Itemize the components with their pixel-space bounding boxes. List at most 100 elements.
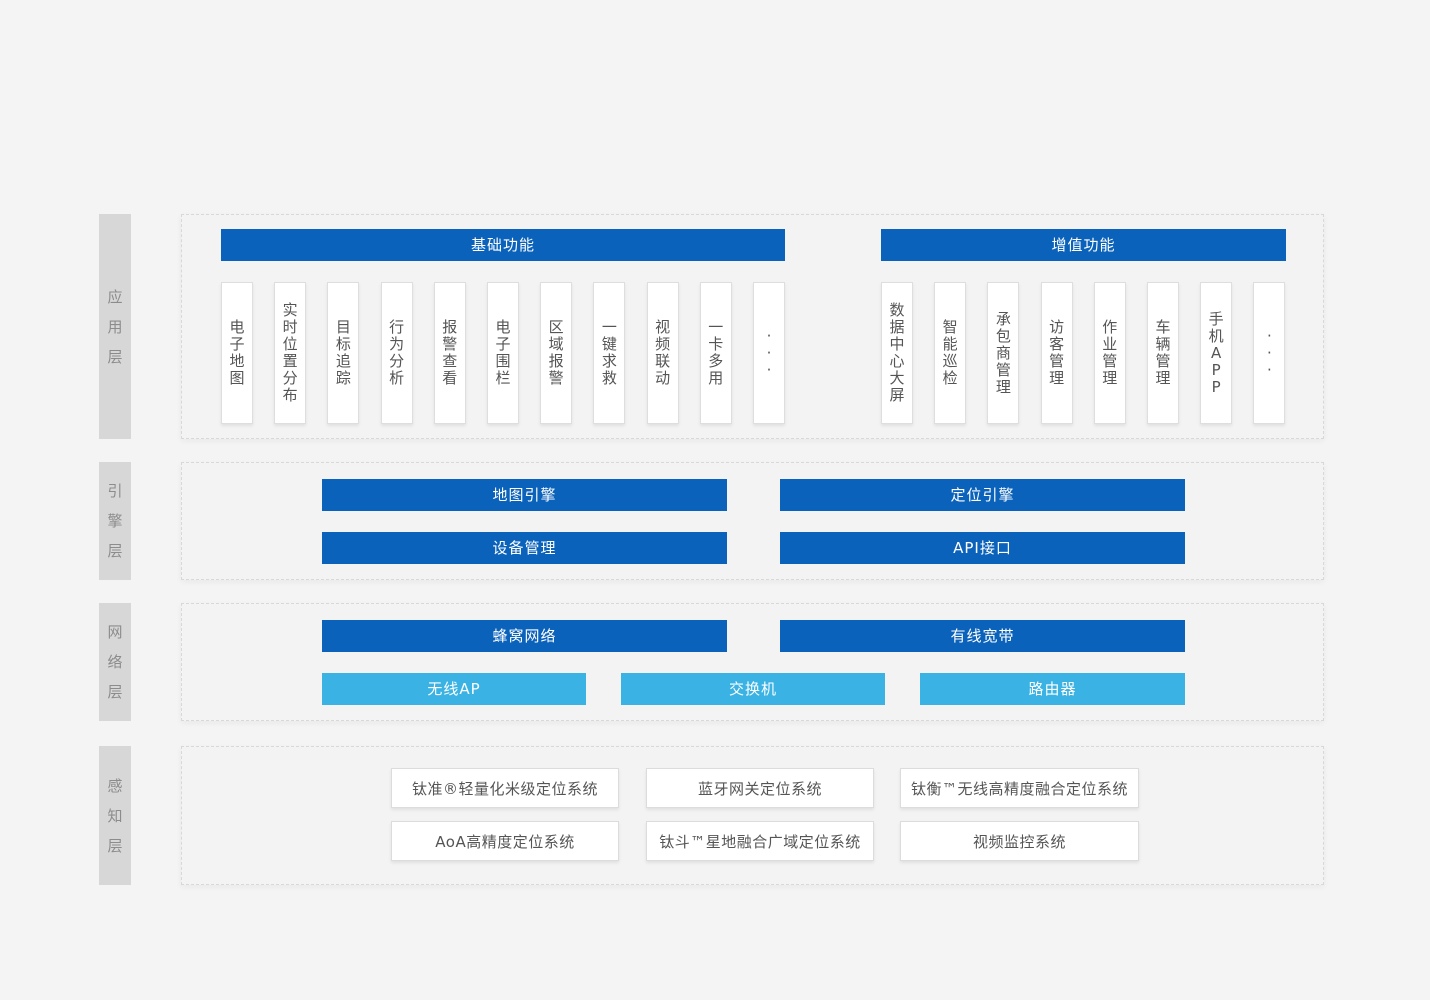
perception-layer-panel: 钛准®轻量化米级定位系统 蓝牙网关定位系统 钛衡™无线高精度融合定位系统 AoA… <box>181 746 1324 885</box>
card-char: 位 <box>282 335 298 353</box>
card-char: 理 <box>1155 369 1171 387</box>
layer-label-char: 感 <box>107 776 123 795</box>
card-char: 警 <box>548 369 564 387</box>
card-char: 电 <box>495 318 511 336</box>
card-char: 电 <box>229 318 245 336</box>
value-function-item: 访客管理 <box>1040 282 1073 424</box>
perception-item: 视频监控系统 <box>900 821 1139 861</box>
card-char: 智 <box>942 318 958 336</box>
card-char: 屏 <box>889 386 905 404</box>
card-char: 一 <box>601 318 617 336</box>
basic-function-item: 实时位置分布 <box>274 282 307 424</box>
basic-function-item: 行为分析 <box>380 282 413 424</box>
perception-item: 钛衡™无线高精度融合定位系统 <box>900 768 1139 808</box>
layer-label-engine: 引擎层 <box>99 462 131 580</box>
card-char: 报 <box>442 318 458 336</box>
card-char: 为 <box>389 335 405 353</box>
perception-item: AoA高精度定位系统 <box>391 821 619 861</box>
application-layer-panel: 基础功能 增值功能 电子地图实时位置分布目标追踪行为分析报警查看电子围栏区域报警… <box>181 214 1324 439</box>
layer-label-char: 擎 <box>107 512 123 530</box>
card-char: 子 <box>495 335 511 353</box>
card-char: 用 <box>708 369 724 387</box>
layer-label-perception: 感知层 <box>99 746 131 885</box>
card-char: 辆 <box>1155 335 1171 353</box>
card-char: 商 <box>995 343 1011 362</box>
value-function-item: 数据中心大屏 <box>881 282 913 424</box>
card-char: 中 <box>889 335 905 353</box>
layer-label-char: 络 <box>107 653 123 671</box>
layer-label-char: 引 <box>107 482 123 500</box>
card-char: 大 <box>889 369 905 387</box>
card-char: P <box>1211 377 1221 396</box>
card-char: 键 <box>601 335 617 353</box>
card-char: · <box>766 360 772 379</box>
engine-layer-panel: 地图引擎 定位引擎 设备管理 API接口 <box>181 462 1324 580</box>
card-char: · <box>766 326 772 345</box>
card-char: 围 <box>495 352 511 370</box>
card-char: 子 <box>229 335 245 353</box>
card-char: 机 <box>1208 326 1224 345</box>
router-block: 路由器 <box>920 673 1185 705</box>
layer-label-char: 应 <box>107 287 123 306</box>
layer-label-char: 层 <box>107 542 123 560</box>
card-char: 管 <box>1049 352 1065 370</box>
card-char: 数 <box>889 301 905 319</box>
card-char: 客 <box>1049 335 1065 353</box>
card-char: P <box>1211 360 1221 379</box>
basic-function-item: 一键求救 <box>593 282 626 424</box>
card-char: · <box>766 343 772 362</box>
layer-label-char: 层 <box>107 683 123 701</box>
device-management-block: 设备管理 <box>322 532 727 564</box>
basic-function-item: 一卡多用 <box>699 282 732 424</box>
card-char: 警 <box>442 335 458 353</box>
card-char: 置 <box>282 352 298 370</box>
card-char: 追 <box>335 352 351 370</box>
card-char: 据 <box>889 318 905 336</box>
api-interface-block: API接口 <box>780 532 1185 564</box>
card-char: 行 <box>389 318 405 336</box>
card-char: 理 <box>1102 369 1118 387</box>
card-char: 承 <box>995 309 1011 328</box>
basic-functions-header: 基础功能 <box>221 229 785 261</box>
card-char: 时 <box>282 318 298 336</box>
layer-label-application: 应用层 <box>99 214 131 439</box>
perception-item: 钛斗™星地融合广域定位系统 <box>646 821 874 861</box>
card-char: 访 <box>1049 318 1065 336</box>
card-char: 一 <box>708 318 724 336</box>
card-char: 能 <box>942 335 958 353</box>
card-char: 管 <box>1102 352 1118 370</box>
basic-function-item: 报警查看 <box>433 282 466 424</box>
basic-function-item: 区域报警 <box>540 282 573 424</box>
cellular-network-block: 蜂窝网络 <box>322 620 727 652</box>
perception-item: 蓝牙网关定位系统 <box>646 768 874 808</box>
card-char: 联 <box>655 352 671 370</box>
card-char: 作 <box>1102 318 1118 336</box>
card-char: 管 <box>995 360 1011 379</box>
card-char: · <box>1267 343 1272 362</box>
card-char: 查 <box>442 352 458 370</box>
card-char: 分 <box>282 369 298 387</box>
value-function-item: 智能巡检 <box>934 282 967 424</box>
card-char: 包 <box>995 326 1011 345</box>
perception-item: 钛准®轻量化米级定位系统 <box>391 768 619 808</box>
location-engine-block: 定位引擎 <box>780 479 1185 511</box>
card-char: 实 <box>282 301 298 319</box>
layer-label-char: 层 <box>107 836 123 855</box>
wired-broadband-block: 有线宽带 <box>780 620 1185 652</box>
card-char: 区 <box>548 318 564 336</box>
card-char: 标 <box>335 335 351 353</box>
card-char: · <box>1267 326 1272 345</box>
card-char: 业 <box>1102 335 1118 353</box>
card-char: 栏 <box>495 369 511 387</box>
switch-block: 交换机 <box>621 673 885 705</box>
card-char: A <box>1211 343 1222 362</box>
basic-function-item: 电子围栏 <box>487 282 519 424</box>
card-char: 动 <box>655 369 671 387</box>
value-added-functions-header: 增值功能 <box>881 229 1286 261</box>
card-char: 地 <box>229 352 245 370</box>
value-function-item: 作业管理 <box>1093 282 1126 424</box>
card-char: 管 <box>1155 352 1171 370</box>
card-char: 图 <box>229 369 245 387</box>
card-char: 看 <box>442 369 458 387</box>
